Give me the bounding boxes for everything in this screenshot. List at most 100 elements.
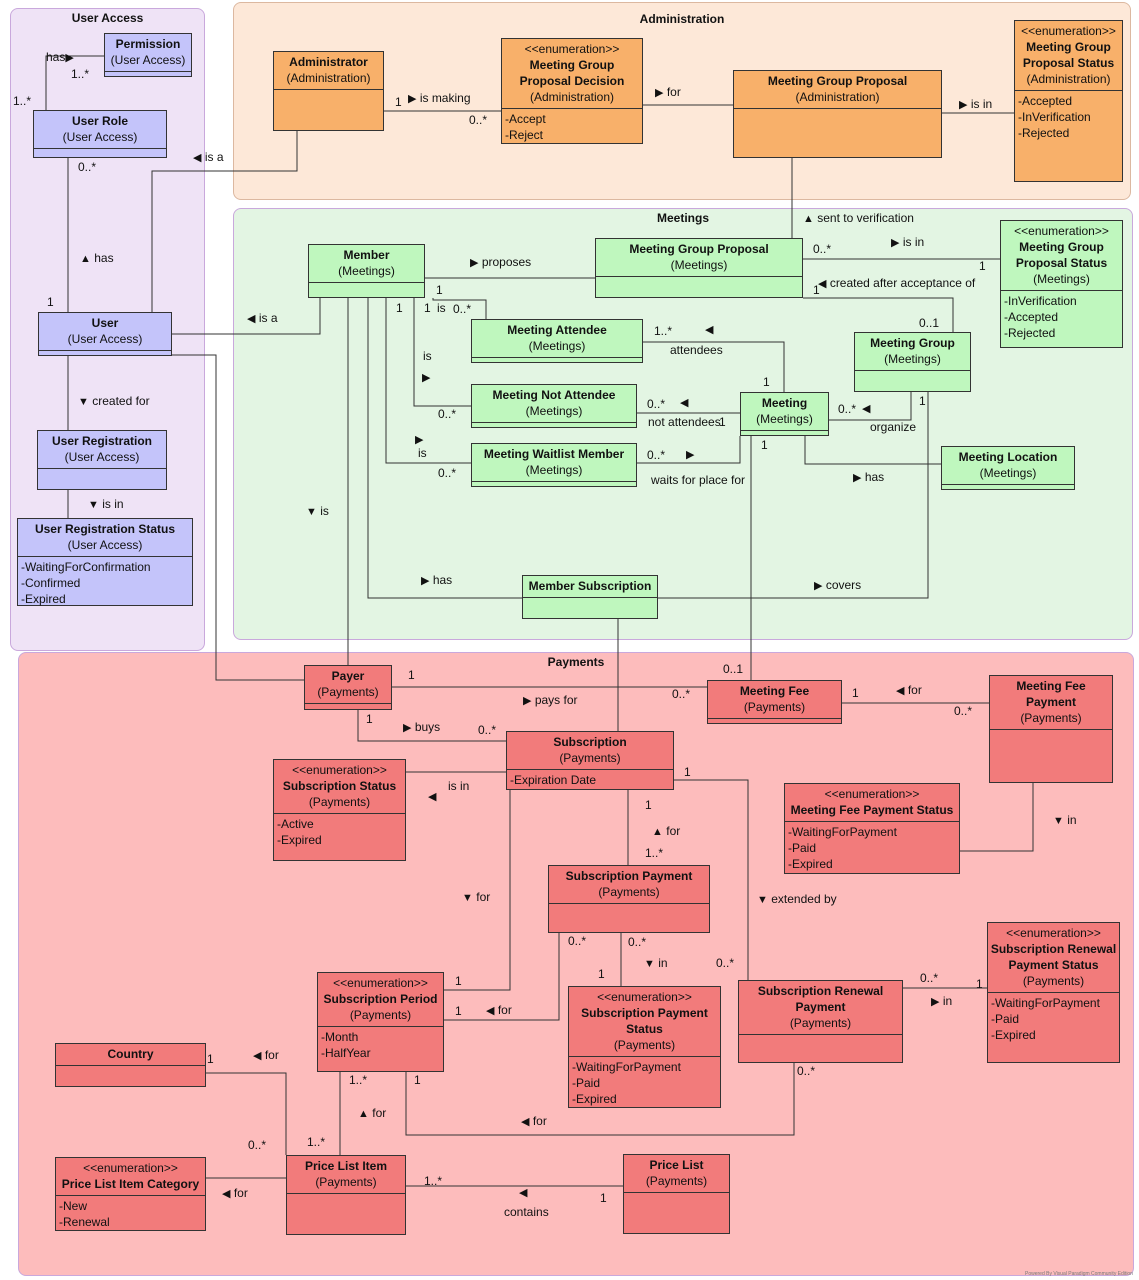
class-name: Payer	[331, 669, 365, 683]
direction-right-icon: ▶	[415, 434, 424, 446]
class-subscription-renewal-payment[interactable]: Subscription Renewal Payment (Payments)	[738, 980, 903, 1063]
label-text: proposes	[481, 255, 532, 269]
multiplicity: 0..1	[723, 662, 744, 676]
line-renewal-period	[405, 1063, 795, 1136]
class-meeting-fee-payment-status[interactable]: <<enumeration>> Meeting Fee Payment Stat…	[784, 783, 960, 874]
direction-left-icon: ◀	[222, 1188, 231, 1200]
class-meeting[interactable]: Meeting (Meetings)	[740, 392, 829, 436]
label-text: has	[46, 50, 66, 64]
direction-down-icon: ▼	[757, 894, 768, 906]
class-mgp-admin[interactable]: Meeting Group Proposal (Administration)	[733, 70, 942, 158]
class-name: Member	[343, 248, 390, 262]
class-member[interactable]: Member (Meetings)	[308, 244, 425, 298]
class-stereotype: <<enumeration>>	[1006, 926, 1101, 940]
class-payer[interactable]: Payer (Payments)	[304, 665, 392, 710]
class-mgp-status-admin[interactable]: <<enumeration>> Meeting Group Proposal S…	[1014, 20, 1123, 182]
class-subscription-payment-status[interactable]: <<enumeration>> Subscription Payment Sta…	[568, 986, 721, 1108]
label-text: is in	[102, 497, 124, 511]
direction-right-icon: ▶	[422, 372, 431, 384]
multiplicity: 0..1	[919, 316, 940, 330]
class-user-registration[interactable]: User Registration (User Access)	[37, 430, 167, 490]
direction-down-icon: ▼	[1053, 815, 1064, 827]
multiplicity: 0..*	[478, 723, 497, 737]
line-payment-period	[444, 933, 560, 1021]
class-country[interactable]: Country	[55, 1043, 206, 1087]
enum-value: -Accept	[505, 112, 546, 126]
class-meeting-location[interactable]: Meeting Location (Meetings)	[941, 446, 1075, 490]
multiplicity: 1	[455, 974, 462, 988]
class-package: (Payments)	[559, 751, 621, 765]
label-text: in	[1067, 813, 1077, 827]
class-meeting-not-attendee[interactable]: Meeting Not Attendee (Meetings)	[471, 384, 637, 428]
class-member-subscription[interactable]: Member Subscription	[522, 575, 658, 619]
label-organize: organize	[870, 420, 916, 434]
multiplicity: 1..*	[424, 1174, 443, 1188]
class-subscription-renewal-payment-status[interactable]: <<enumeration>> Subscription Renewal Pay…	[987, 922, 1120, 1063]
enum-value: -InVerification	[1018, 110, 1091, 124]
class-meeting-group[interactable]: Meeting Group (Meetings)	[854, 332, 971, 392]
class-name: Meeting Waitlist Member	[483, 447, 625, 461]
class-subscription-period[interactable]: <<enumeration>> Subscription Period (Pay…	[317, 972, 444, 1072]
label-text: for	[372, 1106, 387, 1120]
class-price-list-item[interactable]: Price List Item (Payments)	[286, 1155, 406, 1235]
class-mgp-decision[interactable]: <<enumeration>> Meeting Group Proposal D…	[501, 38, 643, 144]
direction-right-icon: ▶	[891, 237, 900, 249]
class-user[interactable]: User (User Access)	[38, 312, 172, 356]
label-text: sent to verification	[817, 211, 914, 225]
label-text: for	[666, 85, 681, 99]
direction-left-icon: ◀	[247, 313, 256, 325]
label-text: created for	[92, 394, 150, 408]
class-price-list[interactable]: Price List (Payments)	[623, 1154, 730, 1234]
label-is-in-sub-status-arrow: ◀	[428, 789, 436, 803]
class-meeting-waitlist-member[interactable]: Meeting Waitlist Member (Meetings)	[471, 443, 637, 487]
class-meeting-fee-payment[interactable]: Meeting Fee Payment (Payments)	[989, 675, 1113, 783]
label-created-for: ▼ created for	[78, 394, 150, 408]
label-is-in-sub-status: is in	[448, 779, 469, 793]
multiplicity: 1	[919, 394, 926, 408]
class-mgp-status-meetings[interactable]: <<enumeration>> Meeting Group Proposal S…	[1000, 220, 1123, 348]
line-payer-subscription	[357, 710, 506, 742]
label-is-not-attendee-arrow: ▶	[422, 370, 430, 384]
class-name: Meeting Group Proposal Status	[1015, 240, 1108, 270]
label-buys: ▶ buys	[403, 720, 440, 734]
multiplicity: 1	[813, 283, 820, 297]
class-permission[interactable]: Permission (User Access)	[104, 33, 192, 77]
multiplicity: 1	[719, 415, 726, 429]
label-is-payer: ▼ is	[306, 504, 329, 518]
line-member-not-attendee	[413, 298, 471, 407]
enum-value: -Active	[277, 817, 314, 831]
label-sent-to-verification: ▲ sent to verification	[803, 211, 914, 225]
class-price-list-item-category[interactable]: <<enumeration>> Price List Item Category…	[55, 1157, 206, 1231]
label-text: is in	[448, 779, 470, 793]
multiplicity: 0..*	[647, 397, 666, 411]
label-is-attendee: is	[437, 301, 446, 315]
line-member-subscription	[367, 298, 522, 599]
class-user-registration-status[interactable]: User Registration Status (User Access) -…	[17, 518, 193, 606]
class-user-role[interactable]: User Role (User Access)	[33, 110, 167, 158]
multiplicity: 1	[455, 1004, 462, 1018]
class-meeting-attendee[interactable]: Meeting Attendee (Meetings)	[471, 319, 643, 363]
multiplicity: 1	[396, 301, 403, 315]
label-text: created after acceptance of	[829, 276, 976, 290]
class-subscription[interactable]: Subscription (Payments) -Expiration Date	[506, 731, 674, 790]
label-for-decision: ▶ for	[655, 85, 681, 99]
class-subscription-payment[interactable]: Subscription Payment (Payments)	[548, 865, 710, 933]
class-package: (User Access)	[67, 332, 143, 346]
class-package: (Administration)	[795, 90, 880, 104]
enum-value: -Expired	[991, 1028, 1036, 1042]
class-mgp-meetings[interactable]: Meeting Group Proposal (Meetings)	[595, 238, 803, 298]
multiplicity: 1	[852, 686, 859, 700]
label-text: for	[907, 683, 922, 697]
class-package: (Payments)	[308, 795, 371, 809]
class-meeting-fee[interactable]: Meeting Fee (Payments)	[707, 680, 842, 724]
class-subscription-status[interactable]: <<enumeration>> Subscription Status (Pay…	[273, 759, 406, 861]
direction-down-icon: ▼	[306, 506, 317, 518]
class-package: (Meetings)	[1033, 272, 1090, 286]
class-attribute: -Expiration Date	[510, 773, 597, 787]
label-for-fee: ◀ for	[896, 683, 922, 697]
label-text: not attendees	[648, 415, 721, 429]
class-name: Meeting Group Proposal Status	[1022, 40, 1115, 70]
class-package: (Meetings)	[525, 404, 583, 418]
class-administrator[interactable]: Administrator (Administration)	[273, 51, 384, 131]
